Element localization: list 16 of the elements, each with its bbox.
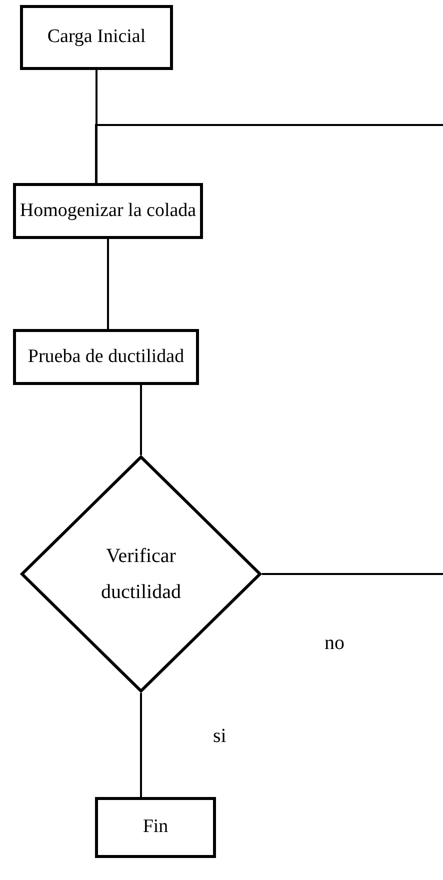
connector-line — [95, 124, 443, 183]
process-box — [13, 329, 199, 385]
connector-line — [140, 693, 142, 797]
node-text: Homogenizar la colada — [20, 200, 196, 222]
connector-line — [140, 385, 142, 455]
node-text: Carga Inicial — [47, 26, 146, 49]
connector-line — [96, 70, 98, 183]
node-text: Fin — [142, 816, 168, 839]
decision-diamond — [20, 455, 262, 693]
connector-line — [262, 573, 443, 575]
process-box — [13, 183, 203, 239]
connector-line — [107, 239, 109, 329]
process-box — [20, 5, 173, 70]
node-text: Verificar ductilidad — [100, 544, 182, 605]
process-box — [95, 797, 216, 858]
node-text: Prueba de ductilidad — [28, 346, 184, 368]
